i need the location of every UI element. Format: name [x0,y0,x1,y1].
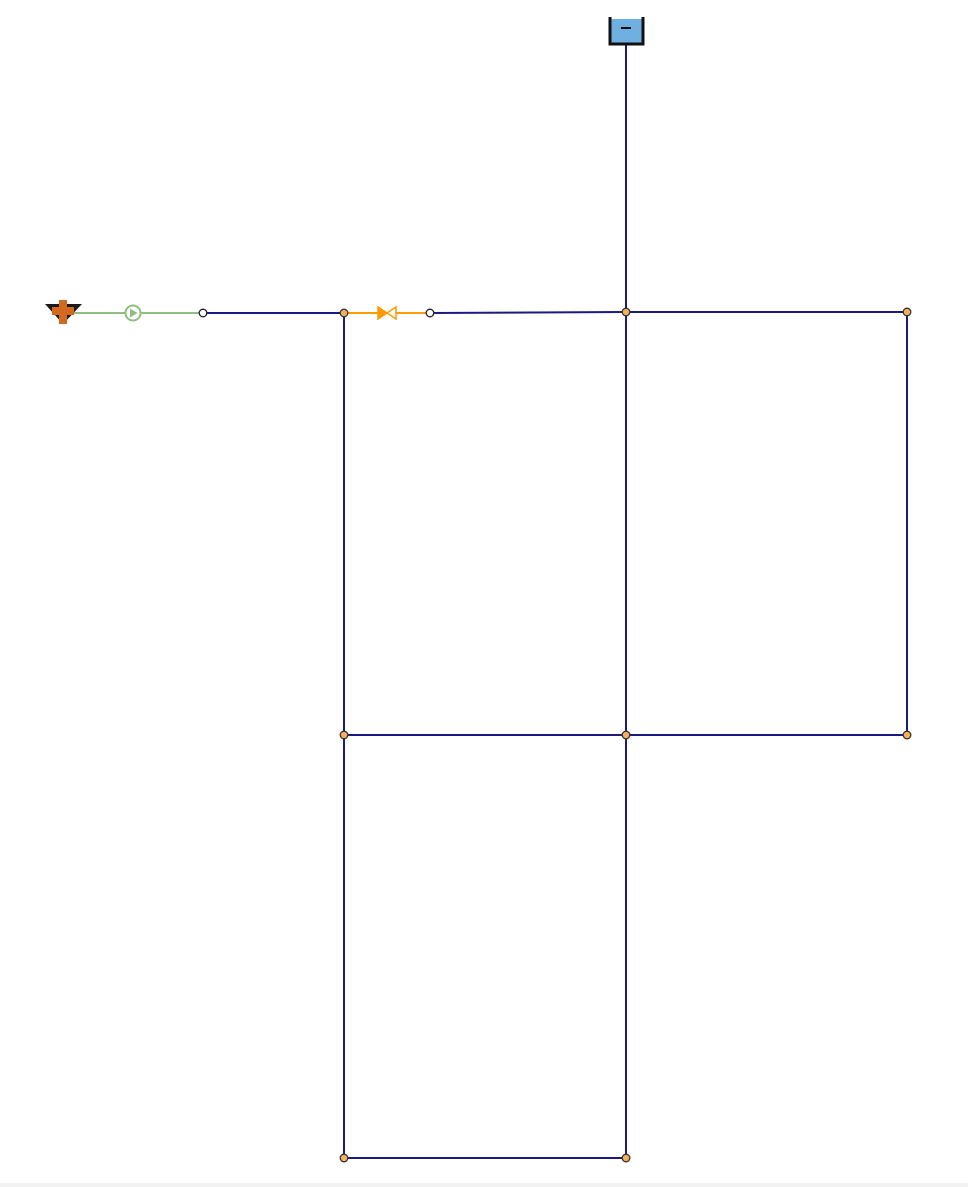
valve-link[interactable] [344,305,430,321]
pump-icon[interactable] [124,304,142,322]
valve-outlet-node[interactable] [425,308,435,318]
junctions [339,307,912,1163]
junction-icon[interactable] [339,730,349,740]
junction-icon[interactable] [621,1153,631,1163]
pipes [203,45,908,1159]
bottom-strip [0,1183,968,1187]
pump-outlet-node[interactable] [198,308,208,318]
pump-link[interactable] [72,304,203,322]
valve-icon[interactable] [377,305,397,321]
junction-icon[interactable] [902,730,912,740]
tank-icon[interactable] [608,17,645,46]
pipe-valve-to-junction[interactable] [429,311,627,314]
junction-icon[interactable] [621,307,631,317]
endpoint-nodes [198,308,435,318]
junction-icon[interactable] [902,307,912,317]
junction-icon[interactable] [621,730,631,740]
junction-icon[interactable] [339,308,349,318]
junction-icon[interactable] [339,1153,349,1163]
reservoir-icon[interactable] [45,300,82,324]
